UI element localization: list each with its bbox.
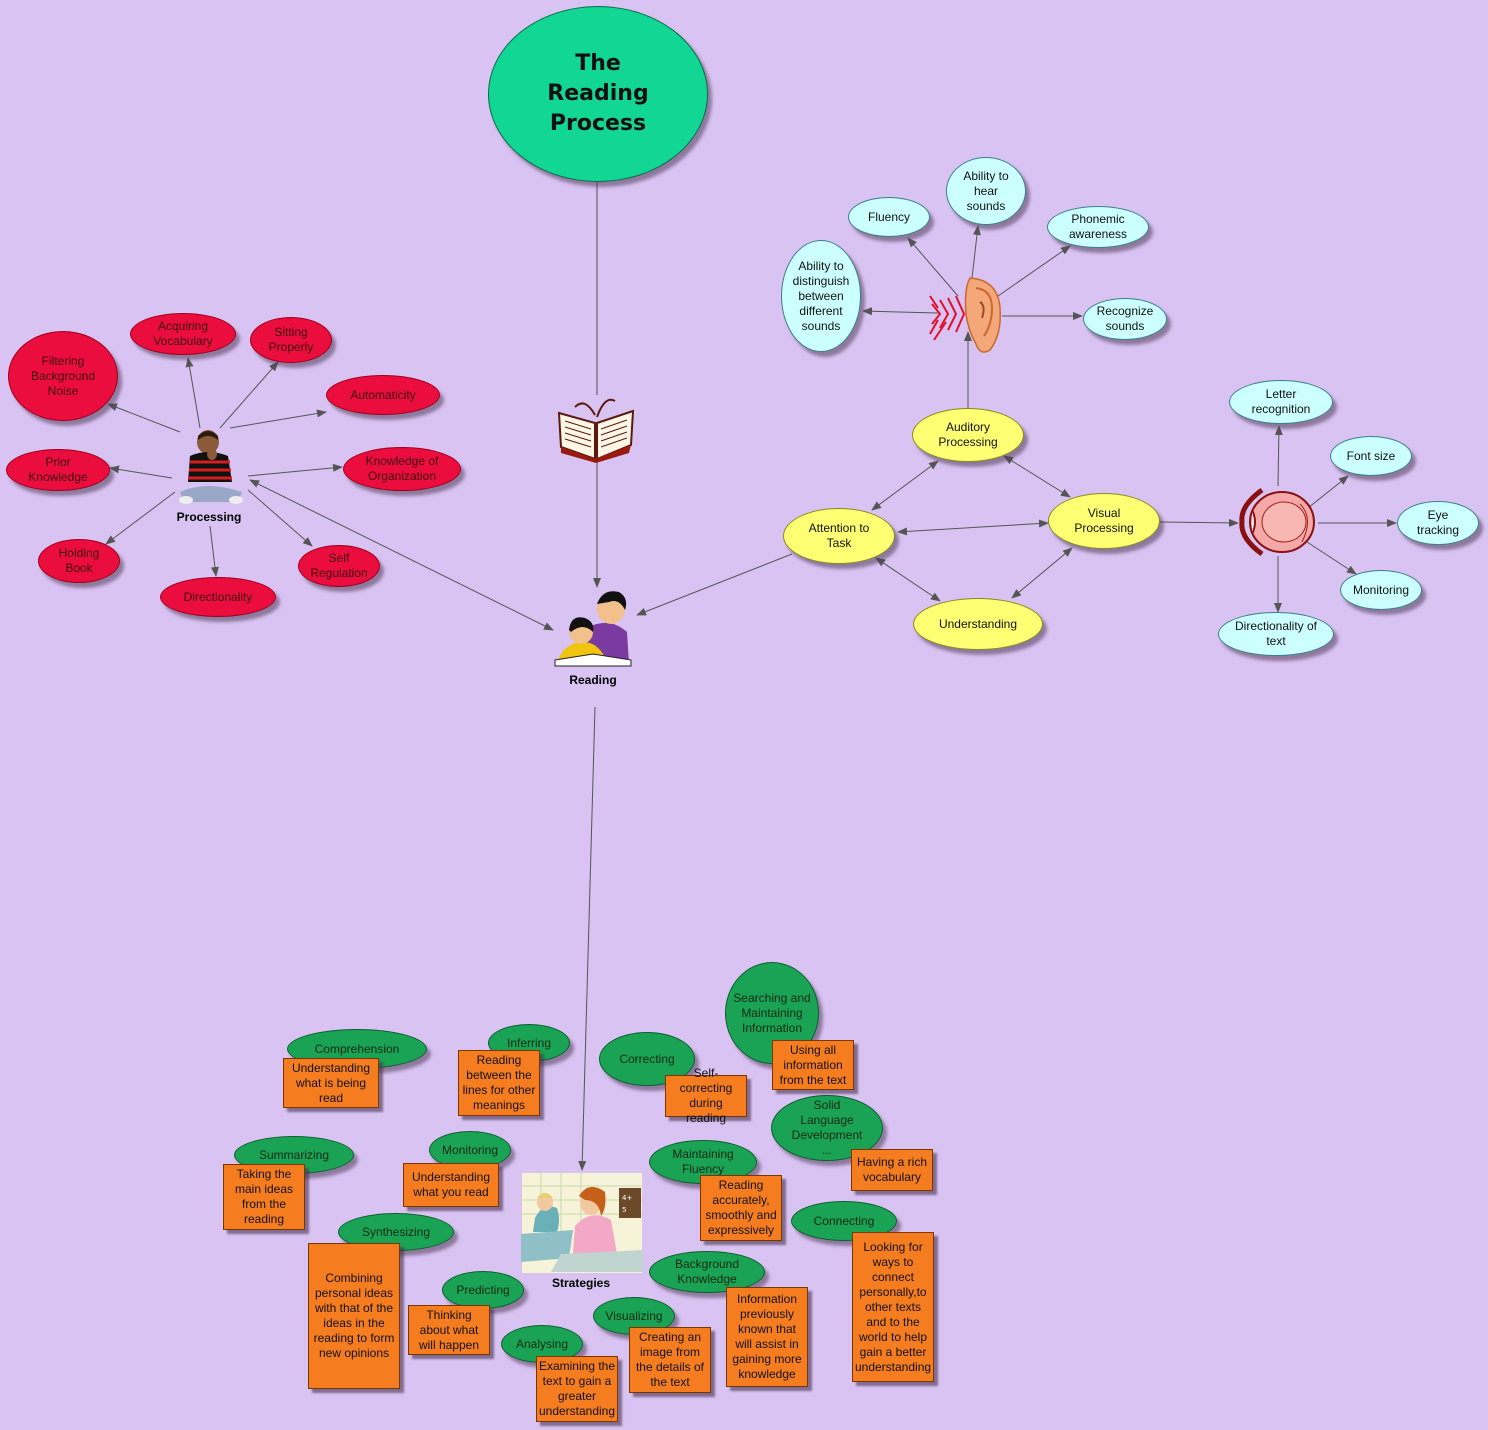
visual-processing-node[interactable]: Visual Processing <box>1048 493 1160 549</box>
auditory-processing-node[interactable]: Auditory Processing <box>912 408 1024 462</box>
strategy-predicting[interactable]: Predicting <box>442 1271 524 1309</box>
svg-text:5: 5 <box>622 1206 626 1214</box>
directionality-of-text-node[interactable]: Directionality of text <box>1218 612 1334 656</box>
eye-tracking-node[interactable]: Eye tracking <box>1397 501 1479 545</box>
strategies-label: Strategies <box>551 1276 611 1290</box>
note-maintaining-fluency: Reading accurately, smoothly and express… <box>700 1175 782 1241</box>
edge-processing-reading <box>249 479 554 631</box>
strategy-background-knowledge[interactable]: Background Knowledge <box>649 1251 765 1293</box>
font-size-node[interactable]: Font size <box>1330 436 1412 476</box>
open-book-icon <box>557 398 635 463</box>
note-comprehension: Understanding what is being read <box>283 1058 379 1108</box>
note-visualizing: Creating an image from the details of th… <box>629 1327 711 1393</box>
monitoring-node[interactable]: Monitoring <box>1340 570 1422 610</box>
prior-knowledge-node[interactable]: Prior Knowledge <box>6 449 110 491</box>
ability-to-hear-sounds-node[interactable]: Ability to hear sounds <box>946 157 1026 225</box>
fluency-node[interactable]: Fluency <box>848 197 930 237</box>
strategy-connecting[interactable]: Connecting <box>791 1201 897 1241</box>
classroom-icon: 4+ 5 <box>521 1172 643 1273</box>
phonemic-awareness-node[interactable]: Phonemic awareness <box>1047 206 1149 248</box>
edge-reading-strategies <box>578 706 596 1171</box>
acquiring-vocabulary-node[interactable]: Acquiring Vocabulary <box>130 313 236 355</box>
svg-text:4+: 4+ <box>622 1194 632 1202</box>
automaticity-node[interactable]: Automaticity <box>326 375 440 415</box>
thinking-child-icon <box>179 430 243 504</box>
directionality-node[interactable]: Directionality <box>160 577 276 617</box>
note-predicting: Thinking about what will happen <box>408 1305 490 1355</box>
note-monitoring: Understanding what you read <box>403 1163 499 1207</box>
note-searching: Using all information from the text <box>772 1040 854 1090</box>
processing-label: Processing <box>176 510 242 524</box>
edge-reading-attention <box>636 553 793 616</box>
note-synthesizing: Combining personal ideas with that of th… <box>308 1243 400 1389</box>
note-summarizing: Taking the main ideas from the reading <box>223 1164 305 1230</box>
filtering-background-noise-node[interactable]: Filtering Background Noise <box>8 331 118 421</box>
parent-child-reading-icon <box>554 591 632 667</box>
note-analysing: Examining the text to gain a greater und… <box>536 1356 618 1422</box>
letter-recognition-node[interactable]: Letter recognition <box>1229 380 1333 424</box>
knowledge-of-organization-node[interactable]: Knowledge of Organization <box>343 447 461 491</box>
note-correcting: Self-correcting during reading <box>665 1066 747 1125</box>
self-regulation-node[interactable]: Self Regulation <box>298 545 380 587</box>
note-solid-language: Having a rich vocabulary <box>851 1149 933 1191</box>
ability-to-distinguish-sounds-node[interactable]: Ability to distinguish between different… <box>781 240 861 352</box>
recognize-sounds-node[interactable]: Recognize sounds <box>1083 298 1167 340</box>
holding-book-node[interactable]: Holding Book <box>38 539 120 583</box>
note-background-knowledge: Information previously known that will a… <box>726 1287 808 1387</box>
understanding-node[interactable]: Understanding <box>913 598 1043 650</box>
ear-icon <box>929 277 1002 353</box>
eye-icon <box>1239 487 1315 557</box>
note-inferring: Reading between the lines for other mean… <box>458 1050 540 1116</box>
attention-to-task-node[interactable]: Attention to Task <box>783 508 895 564</box>
title-node: The Reading Process <box>488 6 708 182</box>
reading-label: Reading <box>569 673 617 687</box>
sitting-properly-node[interactable]: Sitting Properly <box>250 317 332 363</box>
note-connecting: Looking for ways to connect personally,t… <box>852 1232 934 1382</box>
